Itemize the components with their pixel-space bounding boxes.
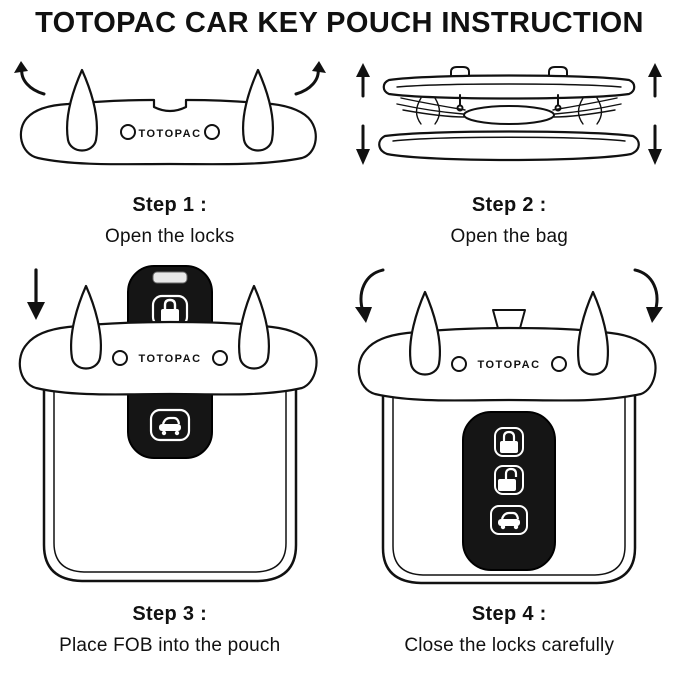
- lock-cone-right: [237, 284, 270, 370]
- unlock-button-icon: [494, 465, 525, 495]
- grommet-right: [551, 356, 568, 372]
- step-3-caption: Step 3 : Place FOB into the pouch: [59, 603, 280, 657]
- pouch-brand-text: TOTOPAC: [478, 359, 541, 371]
- grommet-left: [451, 356, 468, 372]
- bag-bottom-rail: [378, 130, 641, 162]
- bottom-rail-seam: [392, 136, 626, 142]
- key-fob: [462, 411, 557, 571]
- lock-cone-right: [577, 290, 610, 376]
- rail-seam-line: [396, 83, 622, 88]
- curved-arrow-cw-icon: [355, 268, 385, 323]
- curved-arrow-ccw-icon: [633, 268, 664, 323]
- pouch-brand-text: TOTOPAC: [138, 353, 201, 365]
- grommet-left: [119, 124, 136, 140]
- step-1-description: Open the locks: [104, 226, 235, 247]
- step-4-illustration: TOTOPAC: [355, 268, 664, 585]
- bottom-row: TOTOPAC Step 3 : Place FOB into the pouc…: [0, 248, 679, 657]
- pouch-inner-seam: [53, 380, 287, 573]
- down-arrow-icon: [356, 124, 371, 165]
- grommet-right: [203, 124, 220, 140]
- up-arrow-icon: [356, 63, 371, 98]
- step-1: TOTOPAC Step 1 : Open the locks: [0, 40, 340, 248]
- step-3-illustration: TOTOPAC: [18, 265, 318, 583]
- page-title: TOTOPAC CAR KEY POUCH INSTRUCTION: [35, 7, 644, 39]
- step-2-illustration: [356, 63, 663, 165]
- gather-lines: [396, 97, 622, 125]
- top-row: TOTOPAC Step 1 : Open the locks: [0, 40, 679, 248]
- up-arrow-right-icon: [648, 63, 663, 98]
- trunk-button-icon: [149, 408, 190, 442]
- step-4-caption: Step 4 : Close the locks carefully: [404, 603, 614, 657]
- lock-cone-right: [241, 68, 274, 152]
- grommet-left: [111, 350, 128, 366]
- lock-cone-left: [409, 290, 442, 376]
- trunk-button-icon: [490, 505, 529, 535]
- step-2-description: Open the bag: [450, 226, 569, 247]
- grommet-right: [211, 350, 228, 366]
- step-3-description: Place FOB into the pouch: [59, 635, 281, 656]
- step-3-label: Step 3 :: [132, 603, 208, 625]
- lock-cone-left: [65, 68, 98, 152]
- curved-arrow-cw-icon: [294, 61, 326, 96]
- bag-opening-slot: [463, 105, 556, 125]
- step-2-caption: Step 2 : Open the bag: [450, 194, 568, 248]
- bag-top-rail: [382, 74, 636, 100]
- step-2: Step 2 : Open the bag: [340, 40, 679, 248]
- step-3: TOTOPAC Step 3 : Place FOB into the pouc…: [0, 248, 340, 657]
- lock-button-icon: [151, 294, 188, 328]
- pouch-brand-text: TOTOPAC: [138, 128, 201, 140]
- step-2-label: Step 2 :: [471, 194, 547, 216]
- step-1-illustration: TOTOPAC: [13, 61, 326, 166]
- key-blade-slot: [152, 271, 188, 284]
- step-1-label: Step 1 :: [132, 194, 208, 216]
- curved-arrow-ccw-icon: [13, 61, 46, 96]
- step-4-description: Close the locks carefully: [404, 635, 615, 656]
- lock-pins: [456, 94, 562, 112]
- step-4: TOTOPAC Step 4 : Close the locks careful…: [340, 248, 679, 657]
- down-arrow-icon: [26, 268, 45, 320]
- instruction-sheet: TOTOPAC CAR KEY POUCH INSTRUCTION TOTOPA…: [0, 7, 679, 657]
- down-arrow-right-icon: [648, 124, 663, 165]
- pouch-body: [42, 376, 297, 583]
- lock-button-icon: [494, 427, 525, 457]
- step-4-label: Step 4 :: [471, 603, 547, 625]
- step-1-caption: Step 1 : Open the locks: [105, 194, 235, 248]
- pouch-inner-seam: [392, 388, 626, 576]
- lock-cone-left: [69, 284, 102, 370]
